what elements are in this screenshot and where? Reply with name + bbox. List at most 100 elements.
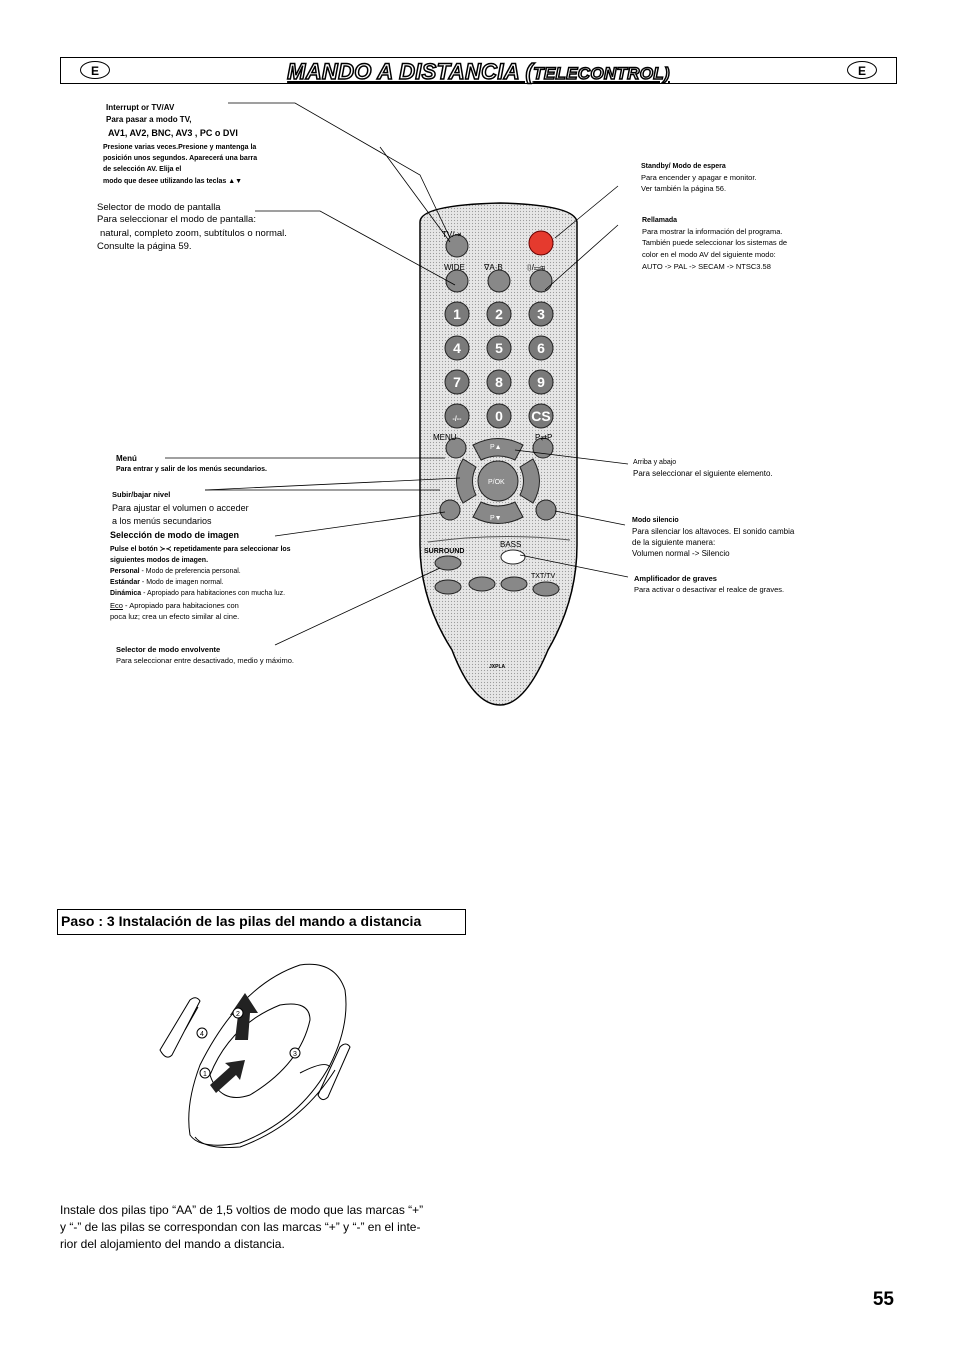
- battery-right: [317, 1043, 351, 1101]
- digit-label: 7: [453, 374, 461, 390]
- digit-button: [486, 301, 512, 327]
- digit-button: [486, 403, 512, 429]
- envolvente-title: Selector de modo envolvente: [116, 645, 221, 654]
- arriba-desc: Para seleccionar el siguiente elemento.: [633, 469, 773, 478]
- envolvente-desc: Para seleccionar entre desactivado, medi…: [116, 656, 295, 665]
- rellamada-line3: color en el modo AV del siguiente modo:: [642, 250, 776, 259]
- remote-label-info: ⌷/▭⊞: [526, 263, 545, 272]
- subir-line2: a los menús secundarios: [112, 516, 212, 526]
- remote-label-ok: P/OK: [488, 479, 505, 486]
- title-small: TELECONTROL): [532, 63, 670, 84]
- digit-label: -/--: [453, 416, 463, 423]
- arriba-title: Arriba y abajo: [633, 459, 677, 466]
- standby-title: Standby/ Modo de espera: [641, 163, 726, 170]
- digit-button: [444, 301, 470, 327]
- menu-title: Menú: [116, 454, 137, 463]
- p-down-button: [472, 501, 524, 524]
- battery-left-2: [184, 1006, 199, 1031]
- arrows: [210, 993, 258, 1093]
- tvav-line2: Para pasar a modo TV,: [106, 115, 192, 124]
- menu-desc: Para entrar y salir de los menús secunda…: [116, 466, 267, 473]
- digit-label: 4: [453, 340, 461, 356]
- txt-button: [532, 581, 560, 597]
- digit-label: 9: [537, 374, 545, 390]
- remote-label-pp: P⇄P: [535, 433, 552, 442]
- remote-label-ab: ∇A·B: [483, 263, 503, 272]
- battery-illustration: 1 2 3 4: [159, 963, 351, 1148]
- imagen-eco: Eco - Apropiado para habitaciones con: [110, 601, 239, 610]
- remote-label-txt: TXT/TV: [531, 573, 555, 580]
- remote-label-surround: SURROUND: [424, 548, 464, 555]
- digit-buttons: 1 2 3 4 5 6 7 8 9 -/-- 0 CS: [444, 301, 554, 429]
- digit-label: CS: [531, 408, 550, 424]
- digit-label: 8: [495, 374, 503, 390]
- digit-label: 0: [495, 408, 503, 424]
- imagen-personal: Personal - Modo de preferencia personal.: [110, 568, 241, 575]
- bottom-button-3: [500, 576, 528, 592]
- page-title: MANDO A DISTANCIA (TELECONTROL): [61, 58, 896, 87]
- picture-mode-button: [439, 499, 461, 521]
- language-badge-left: E: [80, 61, 110, 79]
- digit-button: [486, 369, 512, 395]
- surround-button: [434, 555, 462, 571]
- page-header: E MANDO A DISTANCIA (TELECONTROL) E: [60, 57, 897, 87]
- graves-title: Amplificador de graves: [634, 574, 717, 583]
- menu-button: [445, 437, 467, 459]
- instruction-paragraph: Instale dos pilas tipo “AA” de 1,5 volti…: [60, 1203, 424, 1251]
- battery-num-3: 3: [293, 1051, 297, 1058]
- tvav-line6: de selección AV. Elija el: [103, 166, 182, 173]
- tvav-line7: modo que desee utilizando las teclas ▲▼: [103, 178, 243, 185]
- battery-left-1: [159, 997, 201, 1058]
- screen-line4: Consulte la página 59.: [97, 241, 192, 252]
- tvav-line5: posición unos segundos. Aparecerá una ba…: [103, 155, 258, 162]
- silencio-line2: de la siguiente manera:: [632, 538, 716, 547]
- arrow-up: [230, 993, 258, 1040]
- digit-button: [528, 335, 554, 361]
- imagen-dinamica: Dinámica - Apropiado para habitaciones c…: [110, 590, 286, 597]
- standby-line1: Para encender y apagar e monitor.: [641, 173, 757, 182]
- remote-label-bass: BASS: [500, 540, 521, 549]
- digit-button: [528, 369, 554, 395]
- vol-down-button: [456, 458, 477, 504]
- bass-button: [500, 549, 526, 565]
- remote-label-brand: JXPLA: [489, 664, 506, 670]
- leader-lines: [165, 102, 629, 646]
- battery-num-2: 2: [236, 1011, 240, 1018]
- wide-button: [445, 269, 469, 293]
- digit-button: [444, 335, 470, 361]
- rellamada-line4: AUTO -> PAL -> SECAM -> NTSC3.58: [642, 262, 771, 271]
- rellamada-line1: Para mostrar la información del programa…: [642, 227, 783, 236]
- digit-label: 2: [495, 306, 503, 322]
- step-heading: Paso : 3 Instalación de las pilas del ma…: [57, 909, 466, 935]
- digit-label: 1: [453, 306, 461, 322]
- digit-button: [528, 301, 554, 327]
- ab-button: [487, 269, 511, 293]
- remote-label-pup: P▲: [490, 444, 502, 451]
- title-main: MANDO A DISTANCIA (: [286, 58, 534, 85]
- remote-back-outline: [188, 963, 347, 1146]
- imagen-line1: Pulse el botón ≻≺ repetidamente para sel…: [110, 546, 291, 553]
- digit-label: 6: [537, 340, 545, 356]
- graves-desc: Para activar o desactivar el realce de g…: [634, 585, 785, 594]
- mute-button: [535, 499, 557, 521]
- digit-button: [528, 403, 554, 429]
- subir-title: Subir/bajar nivel: [112, 490, 171, 499]
- ok-button: [477, 460, 519, 502]
- standby-line2: Ver también la página 56.: [641, 184, 727, 193]
- remote-label-pdown: P▼: [490, 515, 502, 522]
- digit-label: 3: [537, 306, 545, 322]
- tvav-button: [445, 234, 469, 258]
- digit-button: [486, 335, 512, 361]
- arrow-insert: [210, 1060, 245, 1093]
- digit-button: [444, 403, 470, 429]
- imagen-estandar: Estándar - Modo de imagen normal.: [110, 579, 224, 586]
- power-button: [528, 230, 554, 256]
- digit-label: 5: [495, 340, 503, 356]
- tvav-line4: Presione varias veces.Presione y manteng…: [103, 144, 257, 151]
- tvav-line3: AV1, AV2, BNC, AV3 , PC o DVI: [108, 128, 238, 138]
- imagen-title: Selección de modo de imagen: [110, 530, 240, 540]
- screen-line2: Para seleccionar el modo de pantalla:: [97, 214, 256, 225]
- info-button: [529, 269, 553, 293]
- subir-line1: Para ajustar el volumen o acceder: [112, 503, 249, 513]
- bottom-button-2: [468, 576, 496, 592]
